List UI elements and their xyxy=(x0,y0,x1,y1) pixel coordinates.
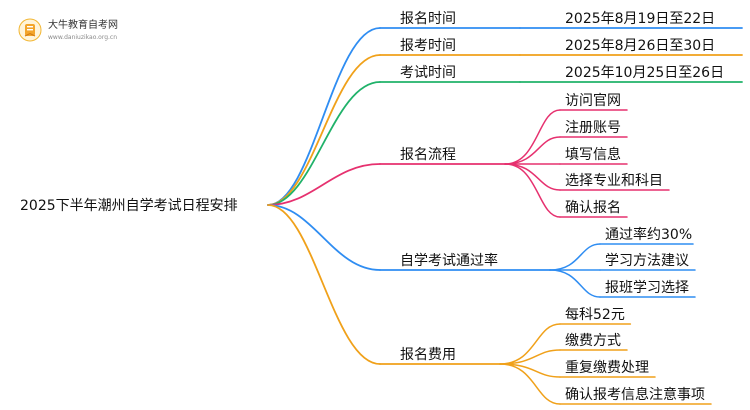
leaf-label-2-1: 2025年8月26日至30日 xyxy=(565,38,715,54)
leaf-label-4-4: 选择专业和科目 xyxy=(565,173,663,189)
branch-label-2: 报考时间 xyxy=(400,38,456,54)
leaf-link-4-4 xyxy=(504,163,561,191)
branch-label-4: 报名流程 xyxy=(400,147,456,163)
branch-link-2 xyxy=(267,54,381,206)
leaf-label-6-3: 重复缴费处理 xyxy=(565,359,649,376)
branch-label-3: 考试时间 xyxy=(400,65,456,81)
logo: 大牛教育自考网 www.daniuzikao.org.cn xyxy=(18,18,138,48)
leaf-label-6-1: 每科52元 xyxy=(565,307,625,323)
branch-link-1 xyxy=(267,27,381,206)
leaf-link-5-3 xyxy=(549,269,601,298)
leaf-label-5-3: 报班学习选择 xyxy=(605,280,689,296)
leaf-label-6-2: 缴费方式 xyxy=(565,333,621,349)
leaf-label-1-1: 2025年8月19日至22日 xyxy=(565,11,715,27)
leaf-link-6-1 xyxy=(499,323,561,365)
branch-link-5 xyxy=(267,204,381,271)
leaf-label-4-2: 注册账号 xyxy=(565,120,621,136)
root-node-label: 2025下半年潮州自学考试日程安排 xyxy=(20,198,238,214)
leaf-label-5-2: 学习方法建议 xyxy=(605,253,689,269)
leaf-label-4-5: 确认报名 xyxy=(565,200,621,216)
branch-label-6: 报名费用 xyxy=(400,347,456,363)
leaf-link-6-4 xyxy=(499,363,561,405)
leaf-label-6-4: 确认报考信息注意事项 xyxy=(565,386,705,403)
leaf-link-4-1 xyxy=(504,109,561,165)
branch-label-5: 自学考试通过率 xyxy=(400,252,498,269)
branch-link-6 xyxy=(267,204,381,365)
leaf-link-6-3 xyxy=(499,363,561,378)
logo-url: www.daniuzikao.org.cn xyxy=(48,34,118,41)
branch-link-3 xyxy=(267,81,381,206)
leaf-label-5-1: 通过率约30% xyxy=(605,226,692,243)
leaf-link-6-2 xyxy=(499,349,561,365)
branch-label-1: 报名时间 xyxy=(400,11,456,27)
logo-title: 大牛教育自考网 xyxy=(48,20,118,31)
branch-link-4 xyxy=(267,163,381,206)
leaf-label-4-3: 填写信息 xyxy=(565,146,621,163)
leaf-label-4-1: 访问官网 xyxy=(565,93,621,109)
book-logo-icon xyxy=(18,18,42,42)
leaf-link-5-1 xyxy=(549,243,601,271)
leaf-link-4-2 xyxy=(504,136,561,165)
mindmap-links xyxy=(267,27,743,405)
leaf-label-3-1: 2025年10月25日至26日 xyxy=(565,65,724,81)
leaf-link-4-5 xyxy=(504,163,561,218)
